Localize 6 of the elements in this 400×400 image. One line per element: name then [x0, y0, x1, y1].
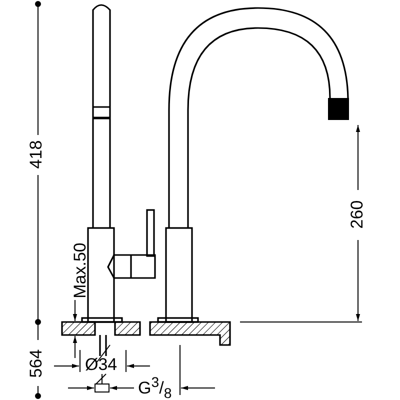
dimension-label: Ø34 — [85, 356, 118, 373]
dimension-label: 260 — [348, 200, 366, 229]
dimension-label: 564 — [28, 349, 45, 378]
dimension-label: Max.50 — [71, 242, 88, 298]
dimension-label: 418 — [28, 140, 45, 169]
thread-size-label: G$^{3}$/$_{8}$ — [138, 376, 172, 400]
